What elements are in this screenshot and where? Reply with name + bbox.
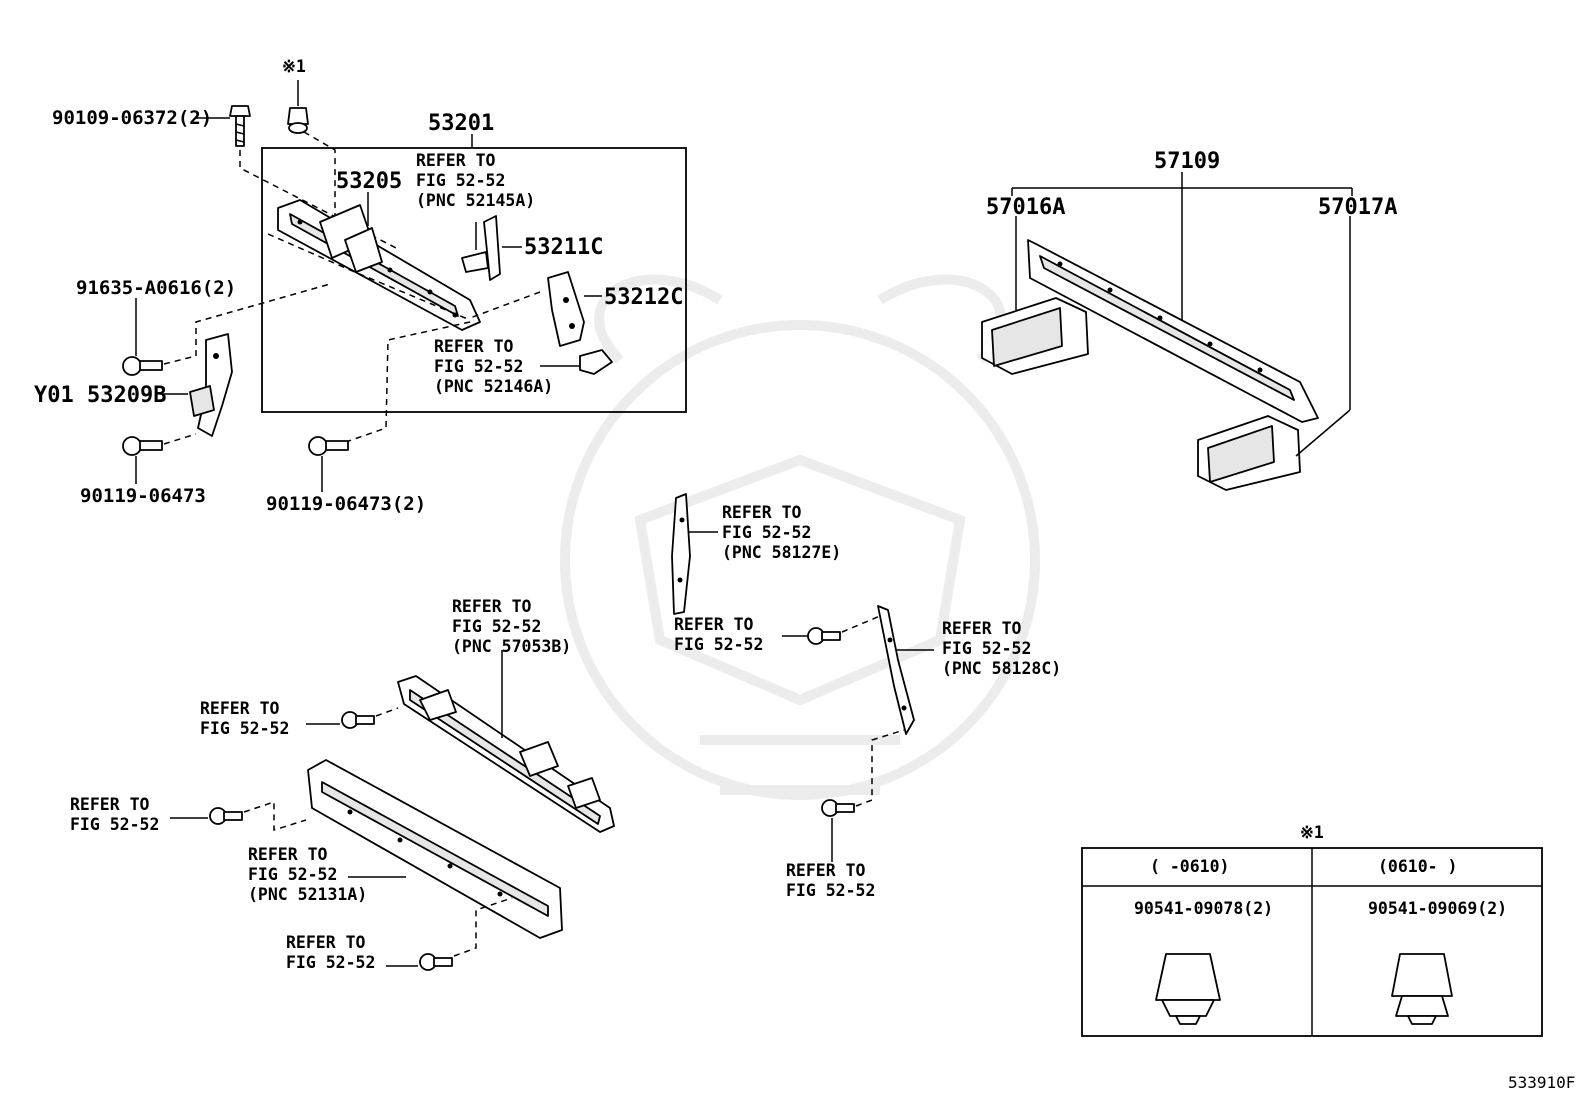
clip-90541-09069-icon [1391, 953, 1453, 1025]
bolt-mid-icon [807, 627, 841, 645]
support-53205-part [277, 199, 481, 331]
label-53209b: Y01 53209B [34, 383, 166, 408]
label-ref-52146a-line2: FIG 52-52 [434, 357, 523, 376]
clip-90541-09078-icon [1155, 953, 1221, 1025]
watermark-logo [560, 274, 1040, 800]
group-57109-rail [981, 172, 1353, 491]
legend-col1-header: ( -0610) [1150, 857, 1229, 876]
reinforcement-52131a-part [307, 759, 563, 939]
label-ref-57053b-line1: REFER TO [452, 597, 532, 616]
legend-table [1081, 847, 1543, 1037]
group-bumper-reinforcement [170, 650, 615, 971]
group-radiator-support [122, 80, 687, 492]
label-ref-left1-line2: FIG 52-52 [200, 719, 289, 738]
rail-57109-part [1027, 239, 1319, 423]
label-ref-52145a-line1: REFER TO [416, 151, 496, 170]
legend-col1-part: 90541-09078(2) [1134, 899, 1273, 918]
bracket-53212c-part [547, 271, 613, 375]
assembly-53201-box [261, 147, 687, 413]
label-ref-left2-line2: FIG 52-52 [70, 815, 159, 834]
label-57109: 57109 [1154, 149, 1220, 174]
label-53211c: 53211C [524, 235, 603, 260]
bracket-58127e-part [671, 493, 691, 615]
label-ref-left1-line1: REFER TO [200, 699, 280, 718]
label-53212c: 53212C [604, 285, 683, 310]
bolt-bottom-right-icon [821, 799, 855, 817]
label-90109-06372: 90109-06372(2) [52, 107, 212, 129]
label-ref-52131a-line1: REFER TO [248, 845, 328, 864]
label-ref-52131a-line2: FIG 52-52 [248, 865, 337, 884]
bolt-90109-icon [229, 105, 251, 147]
label-53205: 53205 [336, 169, 402, 194]
label-ref-58128c-line2: FIG 52-52 [942, 639, 1031, 658]
label-note1: ※1 [282, 57, 306, 76]
legend-col2-part: 90541-09069(2) [1368, 899, 1507, 918]
bolt-91635-icon [122, 356, 163, 376]
label-ref-bottom-right-line2: FIG 52-52 [786, 881, 875, 900]
bolt-ref-left1-icon [341, 711, 375, 729]
label-ref-57053b-line2: FIG 52-52 [452, 617, 541, 636]
bracket-53209b-part [189, 333, 233, 437]
label-91635-a0616: 91635-A0616(2) [76, 277, 236, 299]
label-ref-bottom-right-line1: REFER TO [786, 861, 866, 880]
label-57017a: 57017A [1318, 195, 1397, 220]
bolt-90119-left-icon [122, 436, 163, 456]
label-ref-58128c-line3: (PNC 58128C) [942, 659, 1061, 678]
legend-mark: ※1 [1300, 823, 1324, 842]
label-ref-52146a-line3: (PNC 52146A) [434, 377, 553, 396]
label-ref-bottom-line2: FIG 52-52 [286, 953, 375, 972]
clip-note1-icon [287, 107, 309, 134]
label-ref-58128c-line1: REFER TO [942, 619, 1022, 638]
bracket-53211c-part [461, 215, 501, 281]
label-ref-mid-line1: REFER TO [674, 615, 754, 634]
bolt-90119-pair-icon [308, 436, 349, 456]
label-ref-57053b-line3: (PNC 57053B) [452, 637, 571, 656]
bolt-ref-left2-icon [209, 807, 243, 825]
figure-code: 533910F [1508, 1073, 1575, 1092]
label-57016a: 57016A [986, 195, 1065, 220]
label-ref-52146a-line1: REFER TO [434, 337, 514, 356]
label-ref-left2-line1: REFER TO [70, 795, 150, 814]
bolt-ref-bottom-icon [419, 953, 453, 971]
absorber-57053b-part [397, 675, 615, 833]
label-90119-06473: 90119-06473 [80, 485, 206, 507]
label-ref-52131a-line3: (PNC 52131A) [248, 885, 367, 904]
label-ref-mid-line2: FIG 52-52 [674, 635, 763, 654]
labels: 90109-06372(2) ※1 53201 53205 REFER TO F… [34, 57, 1575, 1092]
group-side-brackets [671, 493, 934, 862]
label-90119-06473-pair: 90119-06473(2) [266, 493, 426, 515]
extension-57016a-part [981, 297, 1089, 375]
extension-57017a-part [1197, 415, 1301, 491]
label-ref-bottom-line1: REFER TO [286, 933, 366, 952]
label-ref-52145a-line3: (PNC 52145A) [416, 191, 535, 210]
label-ref-58127e-line1: REFER TO [722, 503, 802, 522]
bracket-58128c-part [877, 605, 915, 735]
label-53201: 53201 [428, 111, 494, 136]
legend-col2-header: (0610- ) [1378, 857, 1457, 876]
label-ref-52145a-line2: FIG 52-52 [416, 171, 505, 190]
label-ref-58127e-line3: (PNC 58127E) [722, 543, 841, 562]
label-ref-58127e-line2: FIG 52-52 [722, 523, 811, 542]
